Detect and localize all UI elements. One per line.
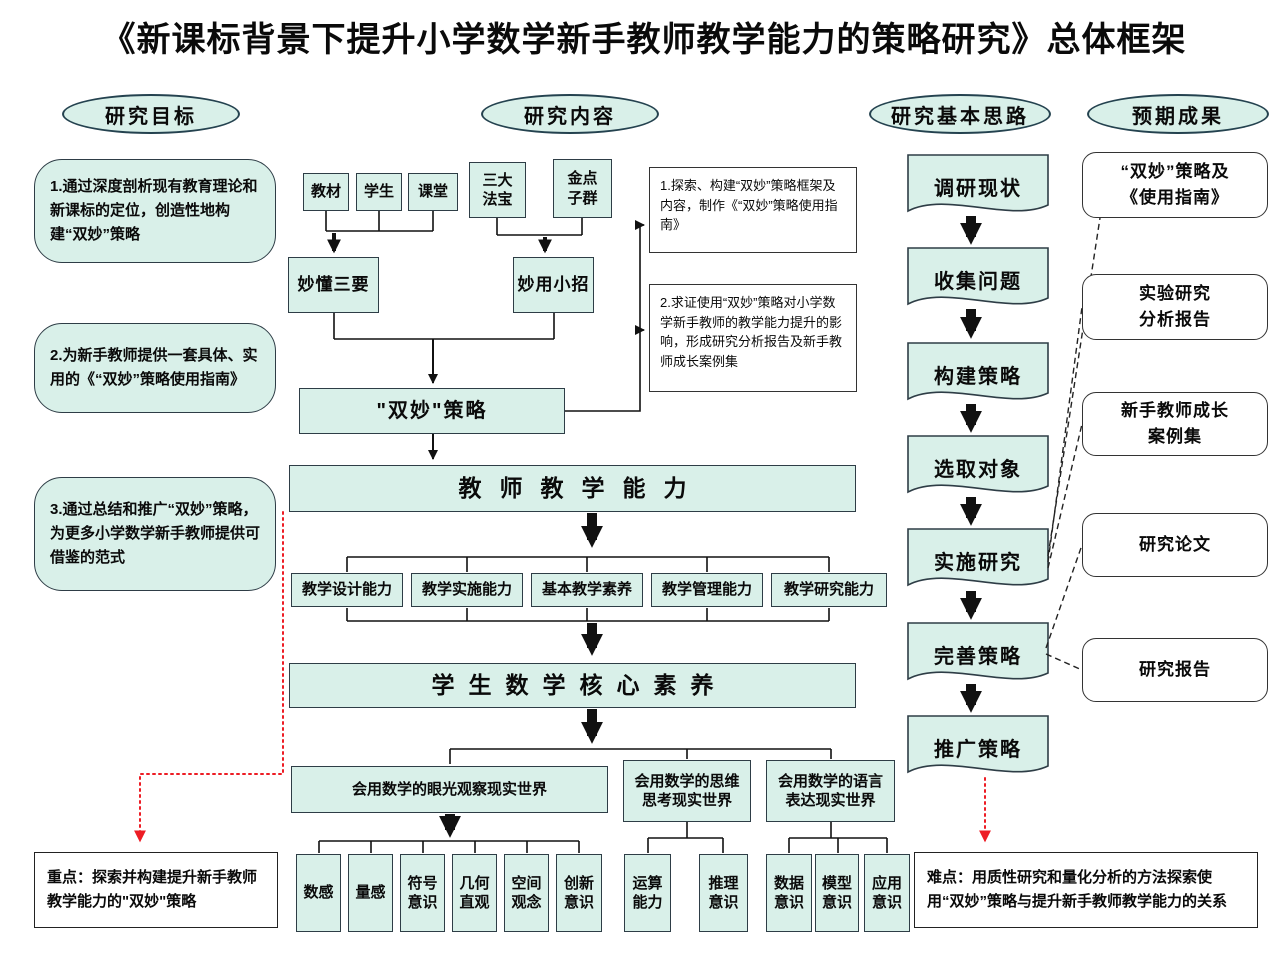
step-promote-strategy: 推广策略 [934,738,1022,761]
ability-implement: 教学实施能力 [411,573,523,607]
step-refine-strategy: 完善策略 [934,645,1022,668]
item-operation-ability: 运算 能力 [624,854,671,932]
item-application-awareness: 应用 意识 [864,854,910,932]
step-select-subjects: 选取对象 [934,458,1022,481]
node-three-treasures: 三大 法宝 [469,162,526,218]
key-point-box: 重点：探索并构建提升新手教师教学能力的"双妙"策略 [34,852,278,928]
section-header-outcomes: 预期成果 [1087,94,1269,134]
node-teaching-material: 教材 [303,173,349,211]
item-quantity-sense: 量感 [348,854,393,932]
section-header-approach: 研究基本思路 [869,94,1051,134]
ability-manage: 教学管理能力 [651,573,763,607]
step-collect-problems: 收集问题 [934,270,1022,293]
step-survey-status: 调研现状 [934,177,1022,200]
content-note-2: 2.求证使用“双妙”策略对小学数学新手教师的教学能力提升的影响，形成研究分析报告… [649,284,857,392]
ability-basic: 基本教学素养 [531,573,643,607]
item-innovation-awareness: 创新 意识 [556,854,602,932]
section-header-content: 研究内容 [481,94,659,134]
outcome-strategy-guide: “双妙”策略及 《使用指南》 [1082,152,1268,218]
outcome-case-collection: 新手教师成长 案例集 [1082,392,1268,456]
outcome-research-paper: 研究论文 [1082,513,1268,577]
item-spatial-concept: 空间 观念 [504,854,549,932]
item-number-sense: 数感 [296,854,341,932]
page-title: 《新课标背景下提升小学数学新手教师教学能力的策略研究》总体框架 [101,21,1187,59]
content-note-1: 1.探索、构建“双妙”策略框架及内容，制作《“双妙”策略使用指南》 [649,167,857,253]
goal-item-1: 1.通过深度剖析现有教育理论和新课标的定位，创造性地构建“双妙”策略 [34,159,276,263]
item-reasoning-awareness: 推理 意识 [699,854,748,932]
item-data-awareness: 数据 意识 [766,854,812,932]
item-model-awareness: 模型 意识 [815,854,859,932]
item-symbol-awareness: 符号 意识 [400,854,445,932]
ability-design: 教学设计能力 [291,573,403,607]
node-miao-dong: 妙懂三要 [288,257,379,313]
section-header-goals: 研究目标 [62,94,240,134]
node-student-math-literacy: 学生数学核心素养 [289,663,856,708]
outcome-analysis-report: 实验研究 分析报告 [1082,274,1268,340]
goal-item-3: 3.通过总结和推广“双妙”策略，为更多小学数学新手教师提供可借鉴的范式 [34,477,276,591]
literacy-language: 会用数学的语言 表达现实世界 [766,760,895,822]
node-students: 学生 [356,173,402,211]
node-teacher-teaching-ability: 教师教学能力 [289,465,856,512]
node-golden-ideas: 金点 子群 [553,159,612,218]
step-conduct-research: 实施研究 [934,551,1022,574]
node-shuangmiao-strategy: "双妙"策略 [299,388,565,434]
goal-item-2: 2.为新手教师提供一套具体、实用的《“双妙”策略使用指南》 [34,323,276,413]
difficulty-box: 难点：用质性研究和量化分析的方法探索使用“双妙”策略与提升新手教师教学能力的关系 [914,852,1258,928]
literacy-mind: 会用数学的思维 思考现实世界 [623,760,751,822]
literacy-eye: 会用数学的眼光观察现实世界 [291,766,608,813]
ability-research: 教学研究能力 [771,573,887,607]
step-build-strategy: 构建策略 [934,365,1022,388]
node-miao-yong: 妙用小招 [513,257,594,313]
outcome-research-report: 研究报告 [1082,638,1268,702]
item-geometric-intuition: 几何 直观 [452,854,497,932]
node-classroom: 课堂 [408,173,458,211]
